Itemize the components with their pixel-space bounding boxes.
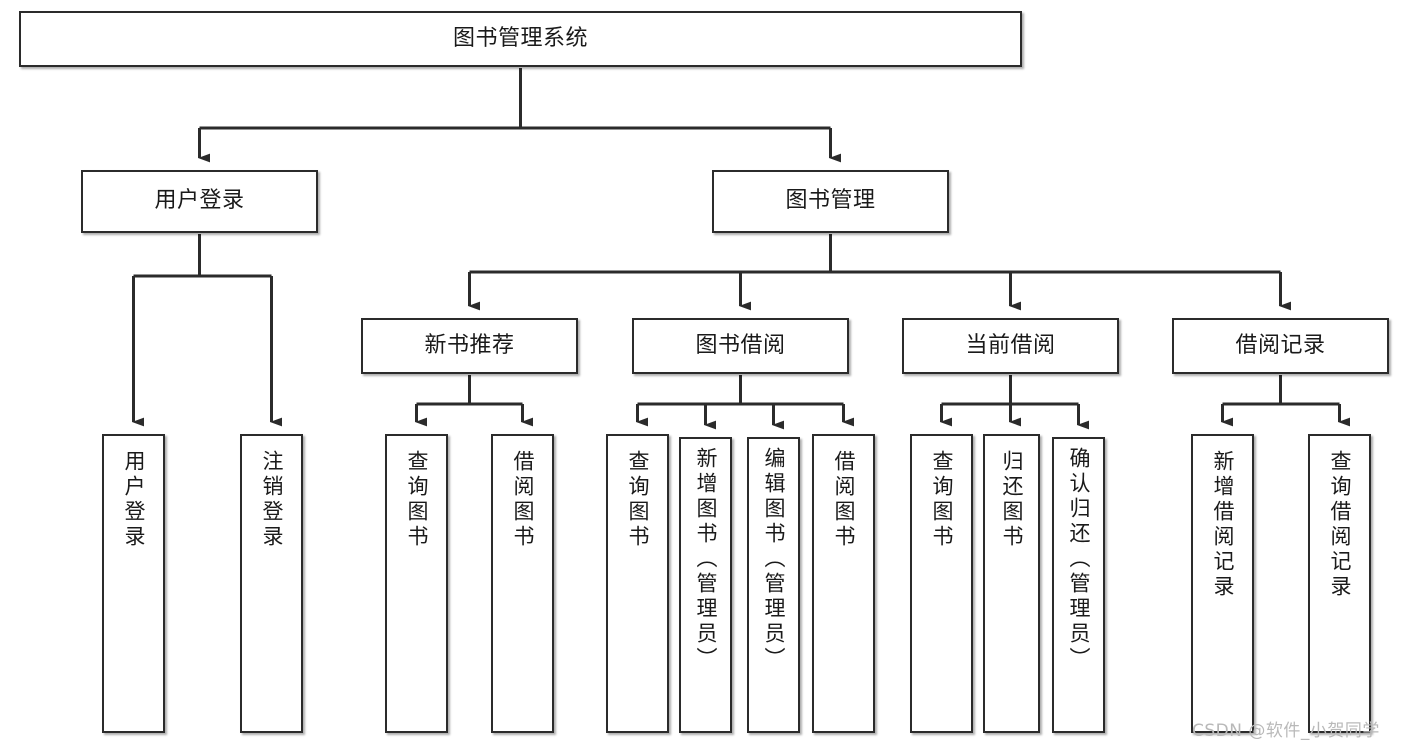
node-label: 确认归还（管理员） [1067,447,1091,672]
node-root-book-management-system[interactable]: 图书管理系统 [19,11,1022,67]
node-label: 注销登录 [260,450,284,550]
node-label: 新增图书（管理员） [694,447,718,672]
csdn-watermark: CSDN @软件_小贺同学 [1192,721,1380,741]
node-label: 用户登录 [154,188,245,214]
leaf-confirm-return-admin[interactable]: 确认归还（管理员） [1052,437,1105,733]
node-label: 查询图书 [405,450,429,550]
leaf-user-login[interactable]: 用户登录 [102,434,165,733]
node-book-borrow[interactable]: 图书借阅 [632,318,849,374]
node-label: 查询图书 [626,450,650,550]
leaf-logout[interactable]: 注销登录 [240,434,303,733]
node-label: 借阅图书 [511,450,535,550]
leaf-query-book-current[interactable]: 查询图书 [910,434,973,733]
leaf-add-book-admin[interactable]: 新增图书（管理员） [679,437,732,733]
node-label: 归还图书 [1000,450,1024,550]
node-user-login[interactable]: 用户登录 [81,170,318,233]
node-label: 查询借阅记录 [1328,450,1352,600]
node-label: 借阅图书 [832,450,856,550]
leaf-edit-book-admin[interactable]: 编辑图书（管理员） [747,437,800,733]
leaf-add-borrow-record[interactable]: 新增借阅记录 [1191,434,1254,733]
node-current-borrow[interactable]: 当前借阅 [902,318,1119,374]
leaf-query-book-recommend[interactable]: 查询图书 [385,434,448,733]
leaf-borrow-book-recommend[interactable]: 借阅图书 [491,434,554,733]
node-new-book-recommend[interactable]: 新书推荐 [361,318,578,374]
node-label: 用户登录 [122,450,146,550]
node-label: 编辑图书（管理员） [762,447,786,672]
node-label: 新书推荐 [424,332,515,358]
node-label: 查询图书 [930,450,954,550]
node-borrow-record[interactable]: 借阅记录 [1172,318,1389,374]
leaf-return-book[interactable]: 归还图书 [983,434,1040,733]
leaf-query-borrow-record[interactable]: 查询借阅记录 [1308,434,1371,733]
leaf-query-book-borrow[interactable]: 查询图书 [606,434,669,733]
node-label: 图书管理 [785,188,876,214]
node-label: 当前借阅 [965,332,1056,358]
node-label: 新增借阅记录 [1211,450,1235,600]
node-label: 借阅记录 [1235,332,1326,358]
node-label: 图书管理系统 [452,25,588,51]
node-book-management[interactable]: 图书管理 [712,170,949,233]
leaf-borrow-book[interactable]: 借阅图书 [812,434,875,733]
node-label: 图书借阅 [695,332,786,358]
